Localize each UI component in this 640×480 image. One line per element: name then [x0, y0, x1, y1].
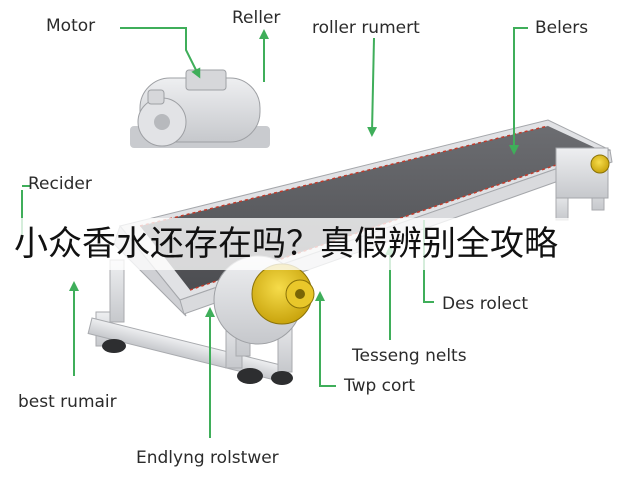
label-belers: Belers: [535, 18, 589, 38]
callout-arrows: [21, 27, 528, 438]
label-twp-cort: Twp cort: [344, 376, 416, 396]
label-recider: Recider: [28, 174, 92, 194]
caster-wheels: [102, 339, 293, 385]
motor-illustration: [130, 69, 270, 148]
overlay-title: 小众香水还存在吗？真假辨别全攻略: [14, 224, 558, 264]
overlay-banner: [0, 218, 640, 270]
label-des-rolect: Des rolect: [442, 294, 529, 314]
label-best-rumair: best rumair: [18, 392, 117, 412]
label-tesseng-nelts: Tesseng nelts: [352, 346, 467, 366]
label-motor: Motor: [46, 16, 96, 36]
label-endlyng-rolstwer: Endlyng rolstwer: [136, 448, 279, 468]
label-roller-rumert: roller rumert: [312, 18, 420, 38]
drive-pulley: [213, 255, 315, 345]
label-reller: Reller: [232, 8, 281, 28]
tail-pulley: [555, 147, 610, 199]
